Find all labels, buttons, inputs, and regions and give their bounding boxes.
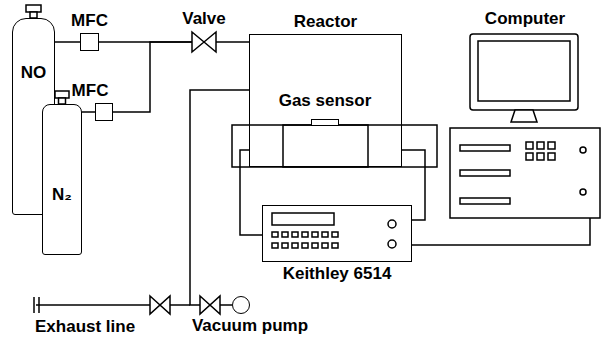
- case-button: [537, 142, 544, 149]
- monitor-stand: [511, 110, 537, 122]
- mass-flow-controller: MFC: [95, 103, 113, 121]
- instrument-button: [332, 243, 338, 248]
- pipe-connector: [113, 42, 192, 112]
- node-text-row: Gas sensor: [270, 91, 380, 111]
- pipe-end: [33, 297, 35, 313]
- node-label: Vacuum pump: [192, 316, 308, 336]
- valve-symbol: [200, 296, 220, 314]
- node-label: Reactor: [294, 12, 357, 32]
- instrument-knob: [388, 240, 396, 248]
- instrument-display: [272, 213, 334, 225]
- instrument-button: [322, 243, 328, 248]
- cylinder-cap: [26, 5, 41, 12]
- monitor-screen: [478, 41, 570, 101]
- pipe-connector: [55, 41, 80, 43]
- instrument-button: [292, 232, 298, 237]
- instrument-button: [332, 232, 338, 237]
- case-led: [580, 189, 586, 195]
- pipe-connector: [240, 150, 262, 235]
- case-button: [537, 153, 544, 160]
- reactor-chamber: ReactorGas sensor: [249, 34, 402, 167]
- gas-sensor: Gas sensor: [270, 91, 380, 126]
- heater-block: [283, 125, 368, 167]
- pipe-connector: [216, 41, 249, 43]
- vacuum-pump: Vacuum pump: [232, 296, 250, 314]
- node-label: Valve: [182, 9, 226, 29]
- drive-slot: [460, 145, 510, 151]
- node-label: NO: [21, 63, 47, 83]
- mass-flow-controller: MFC: [80, 33, 99, 51]
- case-led: [580, 147, 586, 153]
- heater-stage: [232, 125, 437, 167]
- instrument-button: [282, 243, 288, 248]
- drive-slot: [460, 170, 510, 176]
- computer: Computer: [450, 32, 600, 218]
- valve: Valve: [192, 32, 216, 52]
- instrument-button: [312, 232, 318, 237]
- node-text-row: N₂: [43, 185, 81, 205]
- instrument-button: [312, 243, 318, 248]
- valve-symbol: [192, 32, 216, 52]
- instrument-button: [282, 232, 288, 237]
- instrument-button: [322, 232, 328, 237]
- pipe-connector: [82, 111, 95, 113]
- case-button: [548, 153, 555, 160]
- sensor-chip: [311, 119, 339, 126]
- drive-slot: [460, 198, 510, 204]
- pipe-label: Exhaust line: [35, 317, 135, 337]
- instrument-button: [272, 232, 278, 237]
- case-button: [548, 142, 555, 149]
- instrument-knob: [388, 220, 396, 228]
- valve-symbol: [150, 296, 170, 314]
- pipe-end: [38, 297, 40, 313]
- case-button: [526, 153, 533, 160]
- electrometer: Keithley 6514: [262, 205, 412, 262]
- node-label: N₂: [52, 185, 72, 205]
- node-label: MFC: [72, 81, 109, 101]
- gas-cylinder: N₂: [42, 104, 82, 255]
- instrument-button: [292, 243, 298, 248]
- node-label: Keithley 6514: [283, 264, 392, 284]
- monitor-frame: [470, 34, 578, 110]
- pipe-connector: [402, 150, 425, 220]
- case-button: [526, 142, 533, 149]
- computer-case: [450, 128, 600, 218]
- node-text-row: NO: [13, 63, 54, 83]
- node-label: Gas sensor: [279, 91, 372, 111]
- pipe-connector: [412, 218, 590, 245]
- pipe-connector: [190, 90, 249, 305]
- instrument-button: [272, 243, 278, 248]
- node-label: Computer: [485, 9, 565, 29]
- instrument-button: [302, 232, 308, 237]
- instrument-button: [302, 243, 308, 248]
- node-label: MFC: [71, 11, 108, 31]
- cylinder-cap: [55, 91, 69, 98]
